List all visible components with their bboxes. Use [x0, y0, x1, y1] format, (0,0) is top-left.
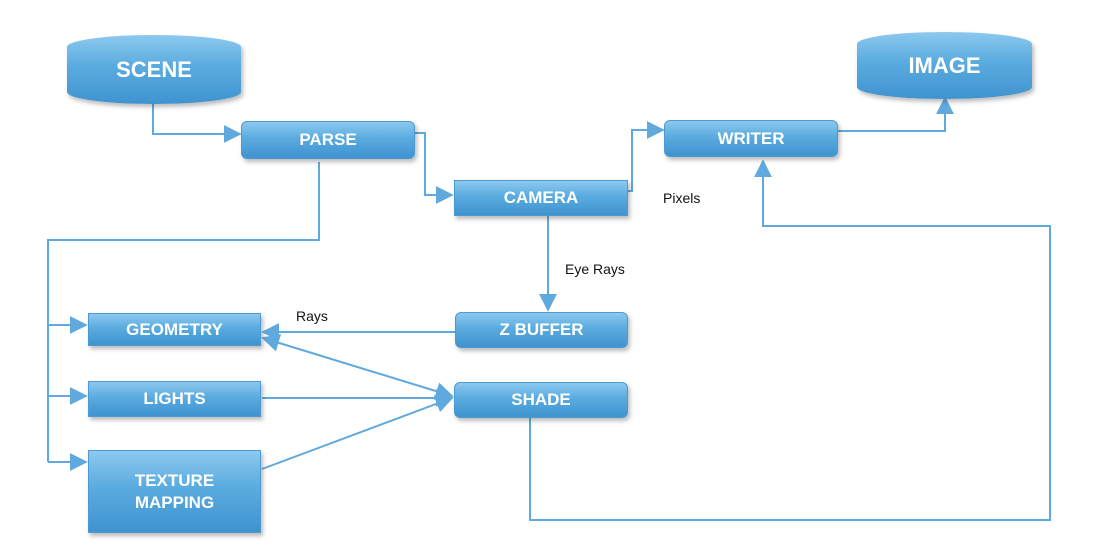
z-buffer-label: Z BUFFER — [499, 320, 584, 339]
edge-texture-shade — [261, 395, 454, 470]
z-buffer-box: Z BUFFER — [455, 312, 628, 348]
edge-writer-image — [838, 96, 954, 132]
geometry-label: GEOMETRY — [126, 319, 223, 339]
shade-box: SHADE — [454, 382, 628, 418]
scene-cylinder: SCENE — [67, 35, 241, 104]
writer-label: WRITER — [717, 128, 785, 148]
geometry-box: GEOMETRY — [88, 313, 261, 346]
eye-rays-label: Eye Rays — [565, 261, 625, 277]
writer-box: WRITER — [664, 120, 838, 157]
edge-geometry-shade — [261, 334, 454, 400]
shade-label: SHADE — [511, 390, 571, 409]
edge-parse-camera — [414, 132, 454, 204]
parse-box: PARSE — [241, 121, 415, 159]
texture-mapping-box: TEXTURE MAPPING — [88, 450, 261, 533]
edge-camera-writer — [628, 121, 665, 192]
scene-label: SCENE — [116, 56, 192, 82]
edge-parse-bus — [47, 162, 320, 462]
lights-box: LIGHTS — [88, 381, 261, 417]
image-label: IMAGE — [908, 52, 981, 78]
edge-scene-parse — [152, 100, 242, 143]
lights-label: LIGHTS — [143, 389, 206, 408]
texture-mapping-label: TEXTURE MAPPING — [134, 470, 215, 512]
camera-label: CAMERA — [503, 188, 579, 207]
rays-label: Rays — [296, 308, 328, 324]
edge-shade-writer — [529, 159, 1051, 521]
image-cylinder: IMAGE — [857, 32, 1032, 99]
camera-box: CAMERA — [454, 180, 628, 216]
parse-label: PARSE — [299, 130, 357, 149]
pixels-label: Pixels — [663, 190, 701, 206]
